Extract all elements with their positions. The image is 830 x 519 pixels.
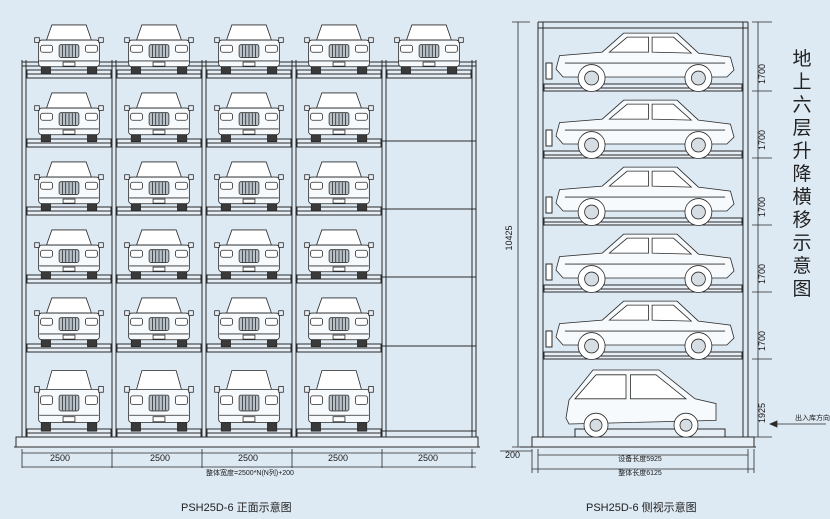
front-dimension-lines [21, 449, 476, 468]
side-car [555, 233, 735, 293]
side-lift-hook [545, 129, 553, 147]
front-car [124, 24, 194, 75]
side-ground-pallet [574, 428, 726, 438]
side-car [555, 300, 735, 360]
side-level-height-5: 1700 [757, 331, 767, 351]
side-overall-height: 10425 [504, 225, 514, 250]
side-level-height-2: 1700 [757, 130, 767, 150]
side-ground-offset: 200 [505, 450, 520, 460]
vertical-title-char: 升 [792, 140, 812, 162]
front-car [304, 370, 374, 432]
side-car [555, 166, 735, 226]
front-car [214, 297, 284, 348]
side-car [555, 99, 735, 159]
vertical-title-char: 层 [792, 117, 812, 139]
front-col-width-1: 2500 [50, 453, 70, 463]
side-entry-direction: 出入库方向 [795, 413, 830, 422]
front-total-width: 整体宽度=2500*N(N列)+200 [206, 468, 294, 477]
vertical-title-char: 横 [792, 186, 812, 208]
side-lift-hook [545, 62, 553, 80]
vertical-title: 地上六层升降横移示意图 [787, 48, 817, 301]
side-dimension-lines [500, 21, 826, 473]
front-car [124, 297, 194, 348]
front-car-grid [34, 24, 464, 432]
side-car-hatchback [565, 369, 717, 438]
front-car [214, 24, 284, 75]
side-level-height-1: 1700 [757, 64, 767, 84]
side-lift-hook [545, 196, 553, 214]
front-car [304, 229, 374, 280]
side-lift-hook [545, 330, 553, 348]
vertical-title-char: 图 [792, 278, 812, 300]
front-car [124, 161, 194, 212]
front-car [304, 297, 374, 348]
front-car [214, 92, 284, 143]
side-level-height-3: 1700 [757, 197, 767, 217]
vertical-title-char: 移 [792, 209, 812, 231]
side-level-height-6: 1925 [757, 403, 767, 423]
front-car [124, 229, 194, 280]
front-car [34, 24, 104, 75]
front-car [304, 92, 374, 143]
front-steel-frame [14, 60, 480, 448]
front-car [394, 24, 464, 75]
front-car [214, 370, 284, 432]
front-car [34, 297, 104, 348]
front-col-width-4: 2500 [328, 453, 348, 463]
side-entry-arrowhead [768, 420, 778, 428]
front-view-caption: PSH25D-6 正面示意图 [181, 502, 292, 514]
front-car [214, 161, 284, 212]
vertical-title-char: 地 [792, 48, 812, 70]
side-view-caption: PSH25D-6 侧视示意图 [586, 502, 697, 514]
side-level-height-4: 1700 [757, 264, 767, 284]
front-col-width-5: 2500 [418, 453, 438, 463]
front-col-width-3: 2500 [238, 453, 258, 463]
side-platform-length: 设备长度5925 [618, 454, 662, 463]
front-car [34, 92, 104, 143]
front-car [34, 229, 104, 280]
side-steel-frame [520, 21, 756, 448]
front-car [124, 370, 194, 432]
side-total-length: 整体长度6125 [618, 468, 662, 477]
vertical-title-char: 六 [792, 94, 812, 116]
side-ground-slab [531, 436, 755, 448]
side-car-stack [555, 32, 735, 438]
side-car [555, 32, 735, 92]
front-car [214, 229, 284, 280]
front-car [304, 24, 374, 75]
front-car [34, 370, 104, 432]
front-col-width-2: 2500 [150, 453, 170, 463]
vertical-title-char: 降 [792, 163, 812, 185]
vertical-title-char: 上 [792, 71, 812, 93]
front-car [304, 161, 374, 212]
side-lift-hook [545, 263, 553, 281]
front-car [124, 92, 194, 143]
front-car [34, 161, 104, 212]
vertical-title-char: 意 [792, 255, 812, 277]
vertical-title-char: 示 [792, 232, 812, 254]
